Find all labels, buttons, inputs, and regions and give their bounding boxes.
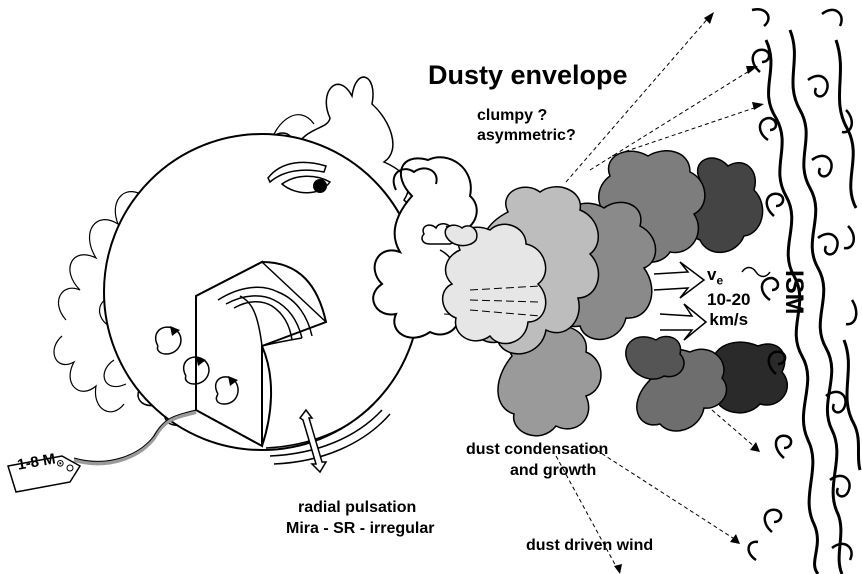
dust-condensation-label: dust condensation and growth — [466, 439, 608, 481]
velocity-unit: km/s — [707, 310, 750, 330]
wind-label: dust driven wind — [526, 537, 653, 555]
star-eye — [313, 179, 327, 193]
envelope-notes: clumpy ? asymmetric? — [477, 106, 576, 146]
dust-condensation-line-1: dust condensation — [466, 439, 608, 460]
velocity-label: ve 10-20 km/s — [707, 265, 750, 330]
sun-symbol: ⊙ — [55, 458, 65, 470]
clump-darker-lower — [626, 336, 684, 379]
pulsation-label: radial pulsation Mira - SR - irregular — [286, 497, 434, 539]
pulsation-line-2: Mira - SR - irregular — [286, 518, 434, 539]
mass-tag-hole — [67, 465, 73, 471]
velocity-subscript: e — [716, 273, 723, 287]
pulsation-line-1: radial pulsation — [286, 497, 434, 518]
ism-label: ISM — [779, 270, 808, 314]
asymmetric-note: asymmetric? — [477, 126, 576, 146]
envelope-title: Dusty envelope — [428, 60, 628, 91]
clumpy-note: clumpy ? — [477, 106, 576, 126]
velocity-symbol-line: ve — [707, 265, 750, 290]
dust-condensation-line-2: and growth — [466, 460, 608, 481]
velocity-range: 10-20 — [707, 290, 750, 310]
wind-arrows — [654, 262, 706, 340]
